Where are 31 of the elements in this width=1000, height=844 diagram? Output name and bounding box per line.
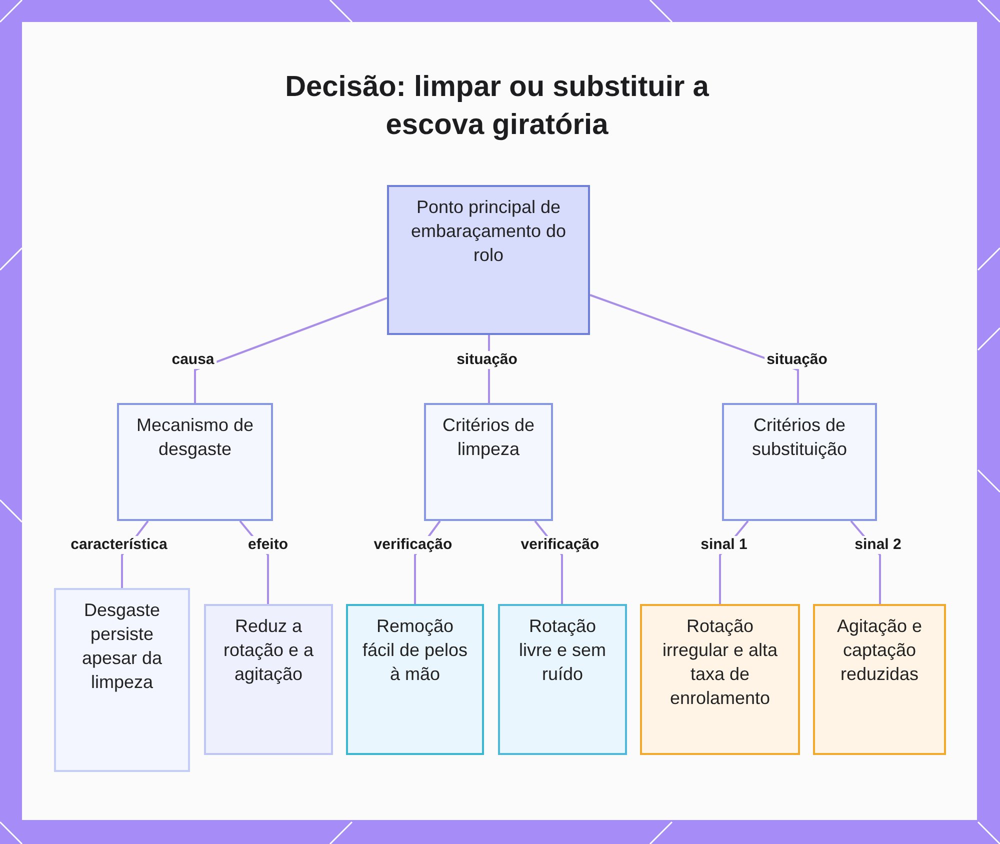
node-text: Critérios de limpeza bbox=[441, 414, 536, 461]
concept-box bbox=[640, 604, 800, 755]
node-text: Critérios de substituição bbox=[750, 414, 848, 461]
node-text: Mecanismo de desgaste bbox=[135, 414, 255, 461]
concept-box bbox=[498, 604, 627, 755]
concept-box bbox=[387, 185, 590, 335]
node-text: Agitação e captação reduzidas bbox=[836, 615, 924, 686]
concept-box bbox=[204, 604, 333, 755]
concept-box bbox=[54, 588, 190, 772]
node-text: Remoção fácil de pelos à mão bbox=[361, 615, 469, 686]
node-text: Reduz a rotação e a agitação bbox=[222, 615, 315, 686]
node-text: Rotação irregular e alta taxa de enrolamento bbox=[661, 615, 779, 710]
edge-label: sinal 2 bbox=[852, 536, 904, 554]
edge-label: característica bbox=[68, 536, 170, 554]
concept-box bbox=[346, 604, 484, 755]
concept-box bbox=[117, 403, 273, 521]
connector-line bbox=[194, 297, 388, 403]
edge-label: sinal 1 bbox=[698, 536, 750, 554]
edge-label: situação bbox=[764, 351, 830, 369]
concept-box bbox=[424, 403, 553, 521]
edge-label: verificação bbox=[518, 536, 602, 554]
node-text: Desgaste persiste apesar da limpeza bbox=[80, 599, 164, 694]
node-text: Rotação livre e sem ruído bbox=[518, 615, 608, 686]
edge-label: efeito bbox=[246, 536, 290, 554]
concept-box bbox=[722, 403, 877, 521]
edge-label: verificação bbox=[372, 536, 454, 554]
edge-label: situação bbox=[454, 351, 520, 369]
concept-box bbox=[813, 604, 946, 755]
connector-line bbox=[590, 294, 799, 403]
node-text: Ponto principal de embaraçamento do rolo bbox=[410, 196, 568, 267]
diagram-title: Decisão: limpar ou substituir a escova giratória bbox=[284, 70, 710, 143]
